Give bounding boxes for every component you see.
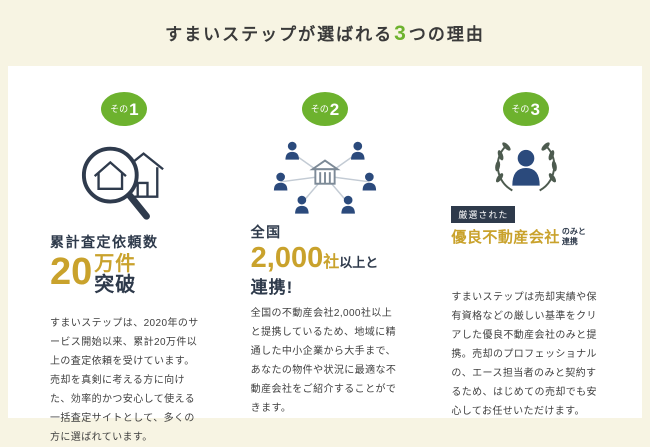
badge-3: その 3	[502, 92, 549, 126]
headline-big-text: 優良不動産会社	[451, 229, 560, 246]
headline-tail: 突破	[94, 274, 137, 296]
reason-3-headline: 厳選された 優良不動産会社 のみと 連携	[451, 206, 600, 280]
badge-1: その 1	[101, 92, 148, 126]
badge-2: その 2	[302, 92, 348, 126]
headline-small-1: のみと	[561, 226, 586, 236]
title-prefix: すまいステップが選ばれる	[165, 25, 394, 44]
reason-2-headline: 全国 2,000 社 以上と 連携!	[250, 222, 400, 297]
badge-number: 3	[530, 99, 540, 119]
reason-2-body: 全国の不動産会社2,000社以上と提携しているため、地域に精通した中小企業から大…	[250, 308, 397, 414]
reason-1-headline: 累計査定依頼数 20 万件 突破	[50, 232, 199, 306]
badge-number: 2	[329, 99, 340, 119]
headline-tail: 連携!	[250, 278, 294, 297]
headline-mid: 以上と	[339, 255, 379, 270]
laurel-agent-icon	[451, 136, 600, 200]
title-number: 3	[394, 22, 408, 45]
selected-tag: 厳選された	[451, 206, 516, 223]
headline-top: 全国	[250, 224, 282, 240]
badge-label: その	[110, 103, 129, 114]
reason-1: その 1 累計査定依頼数 20	[50, 92, 199, 443]
badge-label: その	[310, 103, 329, 114]
badge-label: その	[511, 103, 530, 114]
magnifier-house-icon	[50, 136, 199, 226]
network-companies-icon	[251, 136, 400, 216]
page-title: すまいステップが選ばれる3つの理由	[165, 20, 485, 46]
reasons-card: その 1 累計査定依頼数 20	[8, 66, 642, 443]
headline-top: 累計査定依頼数	[50, 234, 159, 250]
section-header: すまいステップが選ばれる3つの理由	[0, 0, 650, 66]
title-suffix: つの理由	[408, 25, 485, 44]
headline-unit: 社	[323, 254, 340, 271]
headline-big-number: 2,000	[250, 242, 324, 274]
badge-number: 1	[129, 99, 139, 119]
headline-unit: 万件	[94, 253, 137, 275]
reason-1-body: すまいステップは、2020年のサービス開始以来、累計20万件以上の査定依頼を受け…	[50, 318, 199, 443]
reason-3: その 3	[451, 92, 600, 418]
headline-big-number: 20	[50, 251, 93, 293]
headline-small-2: 連携	[561, 236, 578, 246]
reason-3-body: すまいステップは売却実績や保有資格などの厳しい基準をクリアした優良不動産会社のみ…	[451, 292, 597, 417]
reason-2: その 2	[251, 92, 400, 418]
